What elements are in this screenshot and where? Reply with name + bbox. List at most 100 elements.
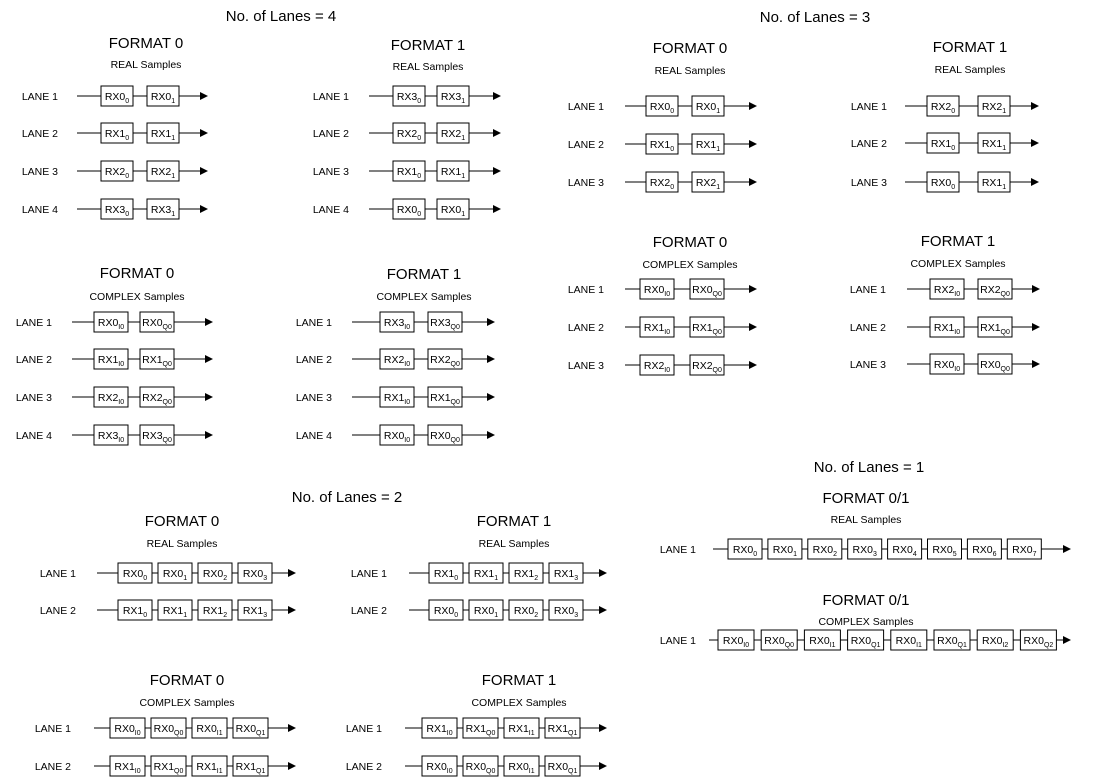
samples-subtitle: REAL Samples (393, 61, 464, 73)
samples-subtitle: COMPLEX Samples (471, 697, 566, 709)
sample-cell: RX21 (691, 171, 725, 193)
sample-cell: RX1Q1 (544, 717, 581, 739)
sample-cell: RX1Q0 (689, 316, 725, 338)
sample-box (977, 171, 1011, 193)
format-title: FORMAT 1 (387, 266, 461, 283)
sample-cell: RX31 (436, 85, 470, 107)
sample-cell: RX2Q0 (427, 348, 463, 370)
sample-cell: RX2Q0 (977, 278, 1013, 300)
sample-label: RX1Q0 (142, 354, 172, 368)
sample-box (929, 278, 965, 300)
sample-cell: RX03 (237, 562, 273, 584)
sample-cell: RX02 (807, 538, 843, 560)
sample-label: RX12 (514, 568, 538, 582)
sample-label: RX01 (773, 544, 797, 558)
sample-label: RX03 (853, 544, 877, 558)
sample-box (93, 424, 129, 446)
sample-label: RX1I0 (114, 761, 140, 775)
sample-box (548, 599, 584, 621)
lane-label: LANE 3 (568, 360, 604, 372)
sample-box (926, 171, 960, 193)
sample-label: RX11 (163, 605, 187, 619)
sample-label: RX11 (474, 568, 498, 582)
sample-box (100, 122, 134, 144)
sample-box (197, 562, 233, 584)
sample-cell: RX01 (146, 85, 180, 107)
sample-label: RX00 (434, 605, 458, 619)
sample-cell: RX20 (100, 160, 134, 182)
format-title: FORMAT 0 (145, 513, 219, 530)
sample-label: RX0I0 (98, 317, 124, 331)
sample-label: RX31 (151, 204, 175, 218)
sample-label: RX20 (650, 177, 674, 191)
lane-label: LANE 2 (22, 128, 58, 140)
sample-cell: RX21 (977, 95, 1011, 117)
sample-box (109, 755, 146, 777)
sample-label: RX1Q1 (236, 761, 266, 775)
sample-cell: RX2Q0 (689, 354, 725, 376)
sample-box (157, 599, 193, 621)
sample-box (847, 629, 885, 651)
lane-label: LANE 3 (568, 177, 604, 189)
sample-cell: RX13 (237, 599, 273, 621)
sample-label: RX3Q0 (142, 430, 172, 444)
sample-box (645, 95, 679, 117)
format-title: FORMAT 0 (150, 672, 224, 689)
sample-cell: RX03 (548, 599, 584, 621)
sample-cell: RX0I0 (379, 424, 415, 446)
sample-box (933, 629, 971, 651)
sample-cell: RX01 (468, 599, 504, 621)
sample-box (691, 95, 725, 117)
samples-subtitle: COMPLEX Samples (89, 291, 184, 303)
sample-label: RX1I0 (934, 322, 960, 336)
sample-label: RX00 (931, 177, 955, 191)
sample-box (508, 562, 544, 584)
sample-cell: RX0Q0 (977, 353, 1013, 375)
sample-box (727, 538, 763, 560)
format-title: FORMAT 1 (921, 233, 995, 250)
sample-box (508, 599, 544, 621)
sample-label: RX3Q0 (430, 317, 460, 331)
sample-label: RX2I0 (644, 360, 670, 374)
lane-label: LANE 2 (296, 354, 332, 366)
sample-cell: RX11 (157, 599, 193, 621)
sample-box (544, 755, 581, 777)
sample-box (93, 348, 129, 370)
sample-cell: RX0Q0 (760, 629, 798, 651)
sample-label: RX0I1 (896, 635, 922, 649)
sample-label: RX01 (151, 91, 175, 105)
sample-cell: RX11 (691, 133, 725, 155)
samples-subtitle: COMPLEX Samples (139, 697, 234, 709)
sample-cell: RX11 (468, 562, 504, 584)
sample-cell: RX10 (645, 133, 679, 155)
sample-cell: RX1I0 (421, 717, 458, 739)
lane-label: LANE 1 (40, 568, 76, 580)
sample-cell: RX06 (966, 538, 1002, 560)
sample-cell: RX30 (100, 198, 134, 220)
sample-label: RX1I1 (196, 761, 222, 775)
samples-subtitle: COMPLEX Samples (818, 616, 913, 628)
sample-cell: RX01 (691, 95, 725, 117)
sample-cell: RX1I0 (639, 316, 675, 338)
sample-label: RX21 (441, 128, 465, 142)
sample-box (150, 717, 187, 739)
sample-cell: RX00 (117, 562, 153, 584)
sample-cell: RX07 (1006, 538, 1042, 560)
sample-label: RX31 (441, 91, 465, 105)
lane-label: LANE 1 (22, 91, 58, 103)
format-title: FORMAT 0 (653, 40, 727, 57)
sample-box (926, 132, 960, 154)
sample-box (427, 311, 463, 333)
sample-cell: RX1Q0 (462, 717, 499, 739)
sample-label: RX02 (203, 568, 227, 582)
sample-box (421, 755, 458, 777)
sample-cell: RX1I0 (93, 348, 129, 370)
sample-cell: RX01 (767, 538, 803, 560)
